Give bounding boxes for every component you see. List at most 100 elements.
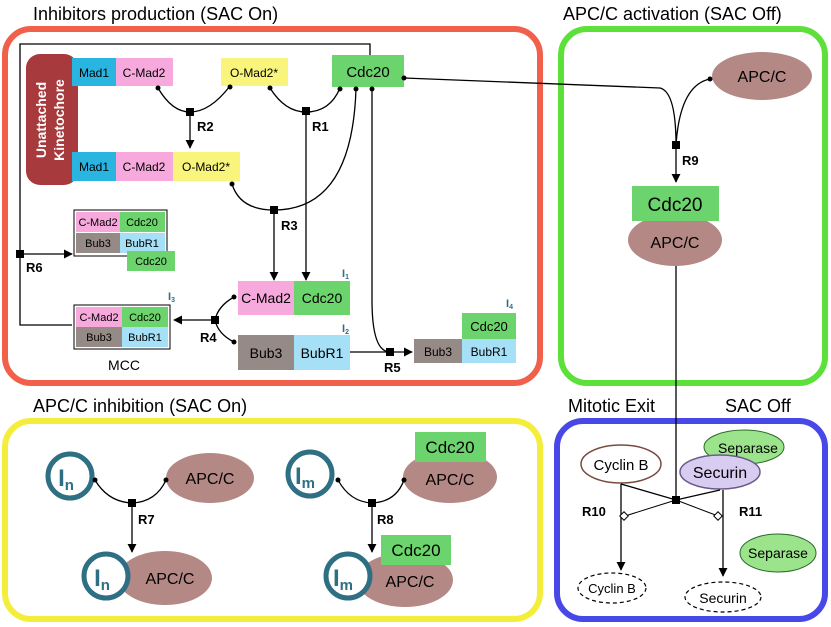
- r8-dot-left: [335, 477, 341, 483]
- separase-bound-label: Separase: [718, 440, 778, 456]
- mad1-label-top: Mad1: [79, 66, 109, 80]
- r8-node: [368, 499, 376, 507]
- i2-bub3-box: [238, 335, 294, 370]
- r8-label: R8: [377, 512, 394, 527]
- apcc-active-label: APC/C: [651, 235, 700, 252]
- o-mad2-label-top: O-Mad2*: [230, 66, 278, 80]
- cdc20-box-top: [332, 55, 404, 87]
- r10-label: R10: [582, 504, 606, 519]
- apcc-r8-output-cdc20-label: Cdc20: [391, 541, 440, 560]
- r6-cdc20-label: Cdc20: [126, 217, 158, 229]
- inhibitor-n-label-output: In: [94, 565, 110, 594]
- r2-label: R2: [197, 119, 214, 134]
- inhibition-panel: [2, 418, 543, 622]
- apcc-r8-input: [403, 451, 497, 503]
- i2-tag: I2: [342, 323, 349, 336]
- i2-bub3-label: Bub3: [250, 345, 283, 361]
- r3-dot-left: [229, 181, 235, 187]
- kinetochore-label-line2: Kinetochore: [51, 79, 67, 161]
- apcc-r8-output-label: APC/C: [386, 574, 435, 591]
- r11-modifier: [675, 499, 719, 517]
- securin-label: Securin: [693, 465, 747, 482]
- inhibitor-m-label: Im: [295, 463, 315, 492]
- i1-cdc20-label: Cdc20: [302, 290, 343, 306]
- r4-label: R4: [200, 330, 217, 345]
- mcc-bubr1-box: [122, 327, 168, 347]
- mad1-label-bottom: Mad1: [79, 160, 109, 174]
- r3-dot-right: [353, 86, 359, 92]
- inhibition-title: APC/C inhibition (SAC On): [33, 396, 247, 416]
- securin-degraded-label: Securin: [699, 590, 746, 606]
- mcc-cdc20-box: [122, 307, 168, 327]
- i3-tag: I3: [168, 291, 175, 304]
- inhibitor-m-ring: [285, 449, 335, 499]
- i4-bubr1-box: [462, 339, 516, 363]
- c-mad2-box-bottom: [116, 152, 173, 181]
- r3-edge: [231, 88, 357, 211]
- r10-modifier: [624, 499, 677, 517]
- cdc20-out-dot: [401, 75, 407, 81]
- r1-dot-left: [267, 85, 273, 91]
- r7-node: [128, 499, 136, 507]
- r5-node: [386, 348, 394, 356]
- c-mad2-box-top: [116, 58, 173, 86]
- inhibitors-title: Inhibitors production (SAC On): [33, 4, 278, 24]
- i4-bubr1-label: BubR1: [471, 345, 508, 359]
- apcc-r7-input: [166, 453, 254, 503]
- mad1-box-top: [72, 58, 116, 86]
- r6-bubr1-label: BubR1: [125, 238, 159, 250]
- r7-dot-right: [163, 477, 169, 483]
- r4-dot-bottom: [231, 339, 237, 345]
- r9-node: [672, 141, 680, 149]
- r9-apcc-edge: [675, 78, 711, 146]
- r5-label: R5: [384, 360, 401, 375]
- securin: [679, 454, 761, 490]
- r7-label: R7: [138, 512, 155, 527]
- apcc-r8-input-label: APC/C: [426, 472, 475, 489]
- r6-c-mad2-label: C-Mad2: [78, 217, 117, 229]
- mcc-bub3-box: [76, 327, 122, 347]
- r9-label: R9: [682, 153, 699, 168]
- i1-tag: I1: [342, 268, 349, 281]
- r10-modifier-node: [619, 511, 629, 521]
- apcc-r8-output: [357, 553, 453, 607]
- r5-dot-top: [369, 86, 375, 92]
- r1-dot-right: [337, 86, 343, 92]
- apcc-r7-output: [118, 551, 212, 605]
- r11-modifier-node: [713, 511, 723, 521]
- activation-title: APC/C activation (SAC Off): [563, 4, 782, 24]
- apcc-r8-output-cdc20-box: [381, 535, 451, 565]
- inhibitors-panel: [2, 26, 543, 386]
- mcc-frame: [73, 304, 171, 350]
- inhibitor-n-label: In: [58, 465, 74, 494]
- i4-bub3-label: Bub3: [424, 345, 452, 359]
- o-mad2-box-top: [221, 58, 288, 86]
- r8-dot-right: [401, 477, 407, 483]
- cyclin-b-degraded-label: Cyclin B: [588, 581, 636, 596]
- r6-complex-frame: [73, 209, 168, 257]
- inhibitor-n-ring: [45, 451, 95, 501]
- mitotic-exit-title: Mitotic Exit: [568, 396, 655, 416]
- mcc-c-mad2-box: [76, 307, 122, 327]
- apcc-active: [628, 214, 722, 266]
- r7-dot-left: [92, 477, 98, 483]
- apcc-r7-output-label: APC/C: [146, 571, 195, 588]
- r6-bub3-label: Bub3: [85, 238, 111, 250]
- r1-label: R1: [312, 119, 329, 134]
- r3-label: R3: [281, 218, 298, 233]
- apcc-active-cdc20-box: [632, 186, 719, 221]
- r6-c-mad2-box: [76, 212, 120, 232]
- r2-node: [186, 108, 194, 116]
- cyclin-b: [580, 444, 662, 484]
- inhibitor-n-ring-output: [81, 551, 131, 601]
- cyclin-b-degraded: [577, 572, 647, 604]
- securin-degraded: [684, 581, 762, 613]
- r6-bub3-box: [76, 233, 120, 253]
- r6-node: [16, 250, 24, 258]
- inhibitor-m-label-output: Im: [333, 565, 353, 594]
- r6-cdc20-extra-box: [127, 251, 175, 271]
- r6-cdc20-box: [120, 212, 165, 232]
- r1-node: [302, 107, 310, 115]
- apcc-free: [712, 52, 812, 100]
